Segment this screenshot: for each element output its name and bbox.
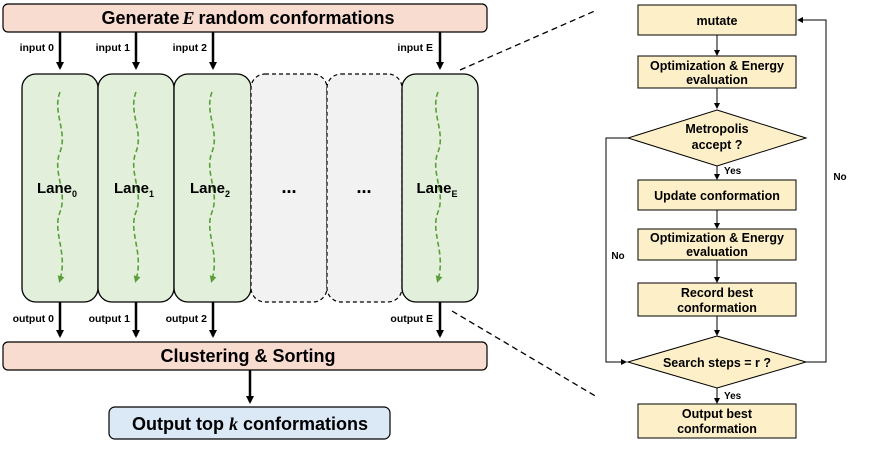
search-yes-label: Yes — [724, 391, 742, 402]
placeholder-lane-2-ellipsis: … — [357, 179, 372, 197]
lane-E-path — [434, 91, 443, 283]
output-label-2: output 2 — [166, 313, 208, 325]
mutate-text: mutate — [697, 14, 738, 28]
mutate-box — [637, 4, 797, 36]
zoom-line-bottom — [451, 310, 598, 398]
output-best-text-line2: conformation — [677, 422, 757, 436]
input-label-0: input 0 — [20, 42, 55, 54]
opt2-text-line2: evaluation — [686, 245, 748, 259]
lane-0-name: Lane — [37, 180, 72, 197]
metropolis-yes-label: Yes — [724, 166, 742, 177]
lane-placeholder-1: … — [250, 73, 328, 303]
opt2-box — [637, 228, 797, 261]
output-top-k-suffix: conformations — [243, 414, 368, 434]
opt1-box — [637, 55, 797, 89]
input-label-1: input 1 — [96, 42, 131, 54]
lane-1-name: Lane — [114, 180, 149, 197]
opt2-text-line1: Optimization & Energy — [650, 231, 784, 245]
lane-0: Lane0 — [21, 73, 99, 303]
output-arrows — [56, 302, 444, 338]
search-no-loop — [797, 17, 827, 363]
lane-2-sub: 2 — [225, 189, 230, 199]
lane-2-name: Lane — [190, 180, 225, 197]
lane-0-sub: 0 — [72, 189, 77, 199]
lane-E-sub: E — [452, 189, 458, 199]
output-best-text-line1: Output best — [682, 407, 753, 421]
metropolis-no-loop — [605, 137, 628, 365]
output-top-k-box — [108, 406, 391, 440]
metropolis-text-line2: accept ? — [692, 138, 743, 152]
metropolis-text-line1: Metropolis — [685, 122, 748, 136]
lane-placeholder-2: … — [326, 73, 403, 303]
output-label-1: output 1 — [89, 313, 131, 325]
lane-2: Lane2 — [173, 73, 252, 303]
record-text-line2: conformation — [677, 301, 757, 315]
output-top-k-var: k — [229, 414, 238, 434]
input-label-2: input 2 — [173, 42, 208, 54]
record-box — [637, 282, 797, 317]
output-label-E: output E — [390, 313, 433, 325]
lane-E-label: LaneE — [416, 180, 457, 199]
update-box — [637, 179, 797, 211]
output-best-box — [637, 403, 797, 439]
search-no-label: No — [833, 172, 846, 183]
lane-1-sub: 1 — [149, 189, 154, 199]
search-text: Search steps = r ? — [663, 356, 771, 370]
opt1-text-line2: evaluation — [686, 73, 748, 87]
opt1-text-line1: Optimization & Energy — [650, 59, 784, 73]
generate-header-suffix: random conformations — [199, 8, 395, 28]
output-label-0: output 0 — [13, 313, 55, 325]
lane-1-label: Lane1 — [114, 180, 154, 199]
lane-0-label: Lane0 — [37, 180, 77, 199]
lane-2-label: Lane2 — [190, 180, 230, 199]
update-text: Update conformation — [654, 189, 780, 203]
clustering-text: Clustering & Sorting — [161, 346, 336, 366]
lane-E-name: Lane — [416, 180, 451, 197]
lane-E: LaneE — [401, 73, 479, 303]
lane-0-path — [56, 91, 65, 283]
zoom-line-top — [459, 9, 598, 71]
metropolis-no-label: No — [611, 251, 624, 262]
lane-2-path — [208, 91, 217, 283]
placeholder-lane-1-ellipsis: … — [282, 179, 297, 197]
clustering-box — [2, 341, 488, 371]
input-arrows — [56, 32, 444, 70]
output-top-k-prefix: Output top — [132, 414, 224, 434]
generate-header-box — [2, 3, 488, 33]
generate-header-prefix: Generate — [101, 8, 179, 28]
generate-header-var: E — [182, 8, 195, 28]
clustering-sorting: Clustering & Sorting — [2, 341, 488, 371]
lane-1: Lane1 — [97, 73, 175, 303]
record-text-line1: Record best — [681, 286, 754, 300]
lane-1-path — [132, 91, 141, 283]
input-label-E: input E — [397, 42, 433, 54]
